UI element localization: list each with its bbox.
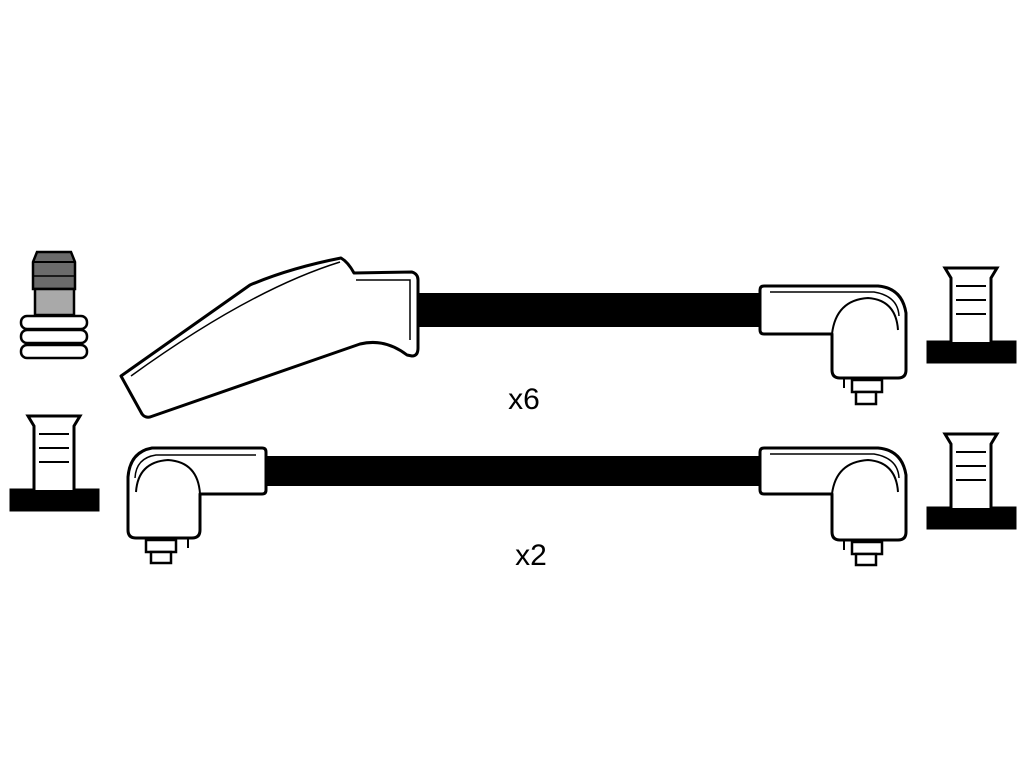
upper-lead-distributor-boot — [758, 284, 908, 406]
upper-set-quantity-label: x6 — [508, 383, 540, 416]
lower-left-terminal-icon — [9, 414, 100, 512]
lower-set-quantity-label: x2 — [515, 539, 547, 572]
lower-lead-cable — [266, 456, 762, 486]
spark-plug-top-icon — [19, 250, 89, 360]
lower-right-terminal-icon — [926, 432, 1017, 530]
upper-lead-plug-boot — [119, 256, 420, 419]
upper-lead-cable — [418, 293, 763, 327]
upper-right-terminal-icon — [926, 266, 1017, 364]
lower-lead-left-boot — [126, 446, 268, 565]
lower-lead-right-boot — [758, 446, 908, 567]
